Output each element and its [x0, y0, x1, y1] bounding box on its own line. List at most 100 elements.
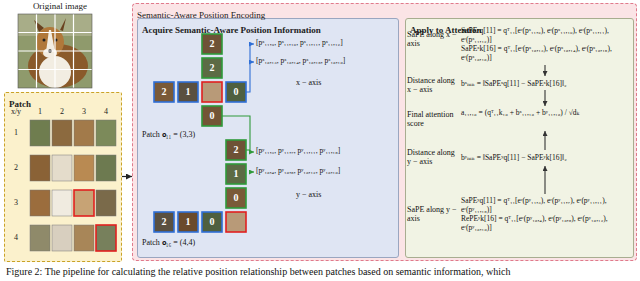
patch-thumbnail: [202, 82, 222, 102]
patch-value: 2: [202, 58, 222, 78]
patch-value-box: 2: [154, 212, 174, 232]
grid-index: 4: [96, 106, 116, 118]
dog-head: [36, 27, 64, 57]
flow-arrow: [544, 131, 545, 150]
patch-value: 1: [178, 82, 198, 102]
formula: SaPEˣq[11] = qᵀ₁₁[eʳ(pˣ₁₁,₉), eʳ(pˣ₁₁,₁₀…: [461, 26, 629, 44]
patch-thumbnail: [178, 82, 198, 102]
image-patch: [30, 155, 50, 181]
grid-index: 3: [6, 190, 26, 216]
image-patch: [52, 155, 72, 181]
grid-index: 1: [6, 120, 26, 146]
patch-thumbnail: [178, 212, 198, 232]
formula-box: SaPEʸq[11] = qᵀ₁₁[eʳ(pʸ₁₁,₃), eʳ(pʸ₁₁,₇)…: [461, 196, 629, 214]
patch-coordinate-box: Patch 𝐜₁₁ = (3,3): [142, 130, 238, 140]
formula-box: SaPEˣq[11] = qᵀ₁₁[eʳ(pˣ₁₁,₉), eʳ(pˣ₁₁,₁₀…: [461, 26, 629, 44]
image-patch: [52, 225, 72, 251]
formula: SaPEʸq[11] = qᵀ₁₁[eʳ(pʸ₁₁,₃), eʳ(pʸ₁₁,₇)…: [461, 196, 629, 214]
patch-thumbnail: [202, 212, 222, 232]
image-patch: [52, 120, 72, 146]
image-patch: [30, 190, 50, 216]
patch-value-box: 2: [202, 34, 222, 54]
step-label: SaPE along y − axis: [407, 205, 459, 223]
step-label-box: Distance along x − axis: [407, 76, 459, 94]
patch-value: 1: [226, 164, 246, 184]
panel-title: Acquire Semantic-Aware Position Informat…: [138, 24, 325, 37]
grid-index: 4: [6, 225, 26, 251]
patch-coordinate: Patch 𝐜₁₆ = (4,4): [142, 238, 238, 248]
photo-frame: [18, 14, 92, 88]
formula: RePEʸk[16] = qᵀ₁₁[eʳ(pʸ₁₆,₄), eʳ(pʸ₁₆,₈)…: [461, 214, 629, 232]
formula: SaPEˣk[16] = qᵀ₁₁[eʳ(pˣ₁₆,₁₃), eʳ(pˣ₁₆,₁…: [461, 44, 629, 62]
position-list: [pˣ₁₁,₉, pˣ₁₁,₁₀, pˣ₁₁,₁₁, pˣ₁₁,₁₂]: [256, 38, 396, 47]
step-label-box: SaPE along y − axis: [407, 205, 459, 223]
patch-grid-lines: [18, 14, 92, 88]
patch-thumbnail: [202, 34, 222, 54]
patch-value-box: 1: [226, 164, 246, 184]
axis-label: x − axis: [296, 78, 346, 88]
grid-header-box: x/y: [2, 106, 30, 118]
formula-box: bʸₘₙ = ‖SaPEʸq[11] − SaPEʸk[16]‖₂: [461, 153, 629, 162]
image-patch: [74, 120, 94, 146]
position-list: [pʸ₁₁,₃, pʸ₁₁,₇, pʸ₁₁,₁₁, pʸ₁₁,₁₅]: [256, 146, 396, 155]
patch-value: 2: [154, 212, 174, 232]
flow-arrow: [246, 149, 250, 150]
image-patch: [96, 225, 116, 251]
patch-thumbnail: [226, 164, 246, 184]
flow-arrow: [544, 90, 545, 106]
flow-arrows: [222, 44, 545, 194]
grid-index-box: 2: [52, 106, 72, 118]
position-list: [pʸ₁₆,₄, pʸ₁₆,₈, pʸ₁₆,₁₂, pʸ₁₆,₁₆]: [256, 166, 396, 175]
position-list-box: [pˣ₁₆,₁₃, pˣ₁₆,₁₄, pˣ₁₆,₁₅, pˣ₁₆,₁₆]: [256, 56, 396, 65]
patch-thumbnail: [154, 212, 174, 232]
patch-value: 0: [226, 82, 246, 102]
dog-photo: [18, 14, 92, 88]
patch-thumbnail: [226, 82, 246, 102]
patch-thumbnail: [226, 140, 246, 160]
grid-index: 2: [52, 106, 72, 118]
formula-box: bˣₘₙ = ‖SaPEˣq[11] − SaPEˣk[16]‖₂: [461, 79, 629, 88]
caption-box: Figure 2: The pipeline for calculating t…: [6, 266, 636, 278]
patch-coordinate-box: Patch 𝐜₁₆ = (4,4): [142, 238, 238, 248]
grid-index: 2: [6, 155, 26, 181]
axis-label-box: x − axis: [296, 78, 346, 88]
patch-value: 2: [202, 34, 222, 54]
patch-value-box: 1: [178, 82, 198, 102]
dog-ear: [34, 20, 44, 32]
patch-value-box: 2: [226, 140, 246, 160]
flow-arrow: [544, 166, 545, 194]
axis-label-box: y − axis: [296, 190, 346, 200]
formula: bʸₘₙ = ‖SaPEʸq[11] − SaPEʸk[16]‖₂: [461, 153, 629, 162]
patch-value-box: 0: [226, 82, 246, 102]
patch-thumbnail: [202, 58, 222, 78]
patch-value-box: 1: [178, 212, 198, 232]
position-list-box: [pʸ₁₆,₄, pʸ₁₆,₈, pʸ₁₆,₁₂, pʸ₁₆,₁₆]: [256, 166, 396, 175]
flow-arrow: [246, 44, 254, 92]
image-patch: [74, 190, 94, 216]
step-label: SaPE along x − axis: [407, 30, 459, 48]
grid-index-box: 1: [6, 120, 26, 146]
dog-ear: [60, 18, 66, 31]
patch-value: 2: [154, 82, 174, 102]
patch-thumbnail: [202, 106, 222, 126]
patch-value-box: 2: [202, 58, 222, 78]
grid-index: 3: [74, 106, 94, 118]
grid-index-box: 4: [6, 225, 26, 251]
step-label-box: Final attention score: [407, 110, 459, 128]
patch-value-box: 2: [154, 82, 174, 102]
image-patch: [96, 120, 116, 146]
image-title-box: Original image: [20, 1, 100, 12]
flow-arrow: [250, 61, 254, 62]
step-label: Distance along x − axis: [407, 76, 459, 94]
image-patch: [30, 225, 50, 251]
patch-grid: [30, 120, 116, 251]
formula-box: SaPEˣk[16] = qᵀ₁₁[eʳ(pˣ₁₆,₁₃), eʳ(pˣ₁₆,₁…: [461, 44, 629, 62]
flow-arrow: [250, 171, 254, 172]
panel-title: Semantic-Aware Position Encoding: [133, 9, 269, 22]
step-label-box: SaPE along x − axis: [407, 30, 459, 48]
patch-thumbnail: [226, 188, 246, 208]
image-patch: [96, 190, 116, 216]
grid-index-box: 3: [6, 190, 26, 216]
grid-index: 1: [30, 106, 50, 118]
dog-eye: [43, 39, 46, 42]
